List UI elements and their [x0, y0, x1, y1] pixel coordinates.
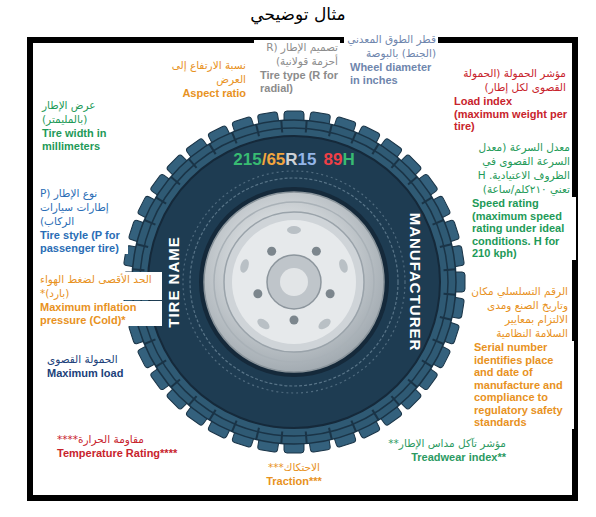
tread-groove: [433, 339, 444, 344]
tread-groove: [329, 428, 332, 440]
size-code-part: /65: [262, 150, 286, 170]
english-callout: Treadwear index**: [409, 451, 508, 464]
frame-border: [30, 40, 575, 498]
arabic-callout: نوع الإطار (P إطارات سيارات الركاب): [38, 186, 128, 228]
sidewall: [148, 136, 440, 428]
tread-ring: [140, 128, 448, 436]
arabic-callout: الاحتكاك***: [266, 460, 322, 474]
arabic-callout: الرقم التسلسلي مكان وتاريخ الصنع ومدى ال…: [468, 284, 570, 340]
vent-hole: [287, 226, 301, 234]
english-callout: Traction***: [264, 475, 324, 488]
tread-groove: [305, 120, 308, 132]
tread-groove: [256, 124, 259, 136]
size-code-part: 15: [298, 150, 317, 170]
tread-groove: [132, 268, 144, 271]
tread-groove: [440, 317, 452, 320]
lug-nut: [267, 247, 276, 256]
tread-groove: [440, 244, 452, 247]
vent-hole: [239, 258, 251, 274]
size-code-part: 215: [233, 150, 261, 170]
english-callout: Tire width in millimeters: [40, 127, 132, 152]
tire-group: [123, 111, 465, 453]
tread-groove: [136, 244, 148, 247]
tread-groove: [329, 124, 332, 136]
tread-groove: [444, 293, 456, 296]
arabic-callout: الحمولة القصوى: [45, 352, 120, 366]
english-callout: Maximum inflation pressure (Cold)*: [38, 301, 162, 326]
tread-groove: [351, 421, 356, 432]
arabic-callout: مقاومة الحرارة****: [55, 432, 146, 446]
tread-groove: [232, 132, 237, 143]
size-code-part: R: [285, 150, 297, 170]
tread-groove: [444, 268, 456, 271]
tread-groove: [256, 428, 259, 440]
lug-nut: [326, 289, 335, 298]
english-callout: Speed rating (maximum speed rating under…: [470, 197, 576, 260]
rim: [204, 192, 384, 372]
tread-groove: [144, 339, 155, 344]
vent-hole: [255, 317, 271, 332]
tread-groove: [232, 421, 237, 432]
arabic-callout: عرض الإطار (بالمليمتر): [40, 98, 132, 126]
rim-lip: [214, 202, 374, 362]
size-code-row: 215/65R15 89H: [233, 150, 354, 170]
arabic-callout: الحد الأقصى لضغط الهواء (بارد)*: [38, 272, 162, 300]
lug-nut: [290, 316, 299, 325]
arabic-callout: مؤشر تآكل مداس الإطار**: [386, 436, 508, 450]
english-callout: Aspect ratio: [180, 87, 248, 100]
english-callout: Wheel diameter in inches: [348, 61, 442, 86]
english-callout: Tire type (R for radial): [258, 69, 344, 94]
fine-print-ring: [190, 178, 398, 386]
vent-hole: [317, 317, 333, 332]
tread-groove: [280, 120, 283, 132]
english-callout: Load index (maximum weight per tire): [452, 95, 572, 133]
tread-groove: [144, 220, 155, 225]
tire-node: 215/65R15 89H TIRE NAME MANUFACTURER: [122, 110, 466, 454]
fine-print-ring: [183, 171, 405, 393]
lug-nut: [253, 289, 262, 298]
arabic-callout: قطر الطوق المعدني (الجنط) بالبوصة: [344, 32, 438, 60]
vent-hole: [337, 258, 349, 274]
tread-body: [132, 120, 456, 444]
wheel-disc: [224, 212, 364, 352]
english-callout: Serial number identifies place and date …: [472, 341, 574, 429]
sidewall-text: MANUFACTURER: [407, 213, 424, 352]
tread-groove: [280, 432, 283, 444]
bead: [199, 187, 389, 377]
arabic-callout: تصميم الإطار (R أحزمة قولانية): [254, 40, 340, 68]
hub-cap: [280, 268, 308, 296]
page-title: مثال توضيحي: [0, 4, 596, 24]
tread-groove: [433, 220, 444, 225]
tread-groove: [351, 132, 356, 143]
size-code-part: 89: [324, 150, 343, 170]
size-code-part: H: [342, 150, 354, 170]
english-callout: Maximum load: [45, 367, 125, 380]
arabic-callout: مؤشر الحمولة (الحمولة القصوى لكل إطار): [448, 66, 568, 94]
hub: [267, 255, 321, 309]
arabic-callout: معدل السرعة (معدل السرعة القصوى في الظرو…: [466, 140, 572, 196]
english-callout: Temperature Rating****: [55, 447, 179, 460]
arabic-callout: نسبة الارتفاع إلى العرض: [152, 58, 248, 86]
tread-groove: [305, 432, 308, 444]
wheel-face: [232, 220, 356, 344]
lug-nut: [312, 247, 321, 256]
sidewall-text: TIRE NAME: [165, 236, 182, 328]
english-callout: Tire style (P for passenger tire): [38, 229, 128, 254]
